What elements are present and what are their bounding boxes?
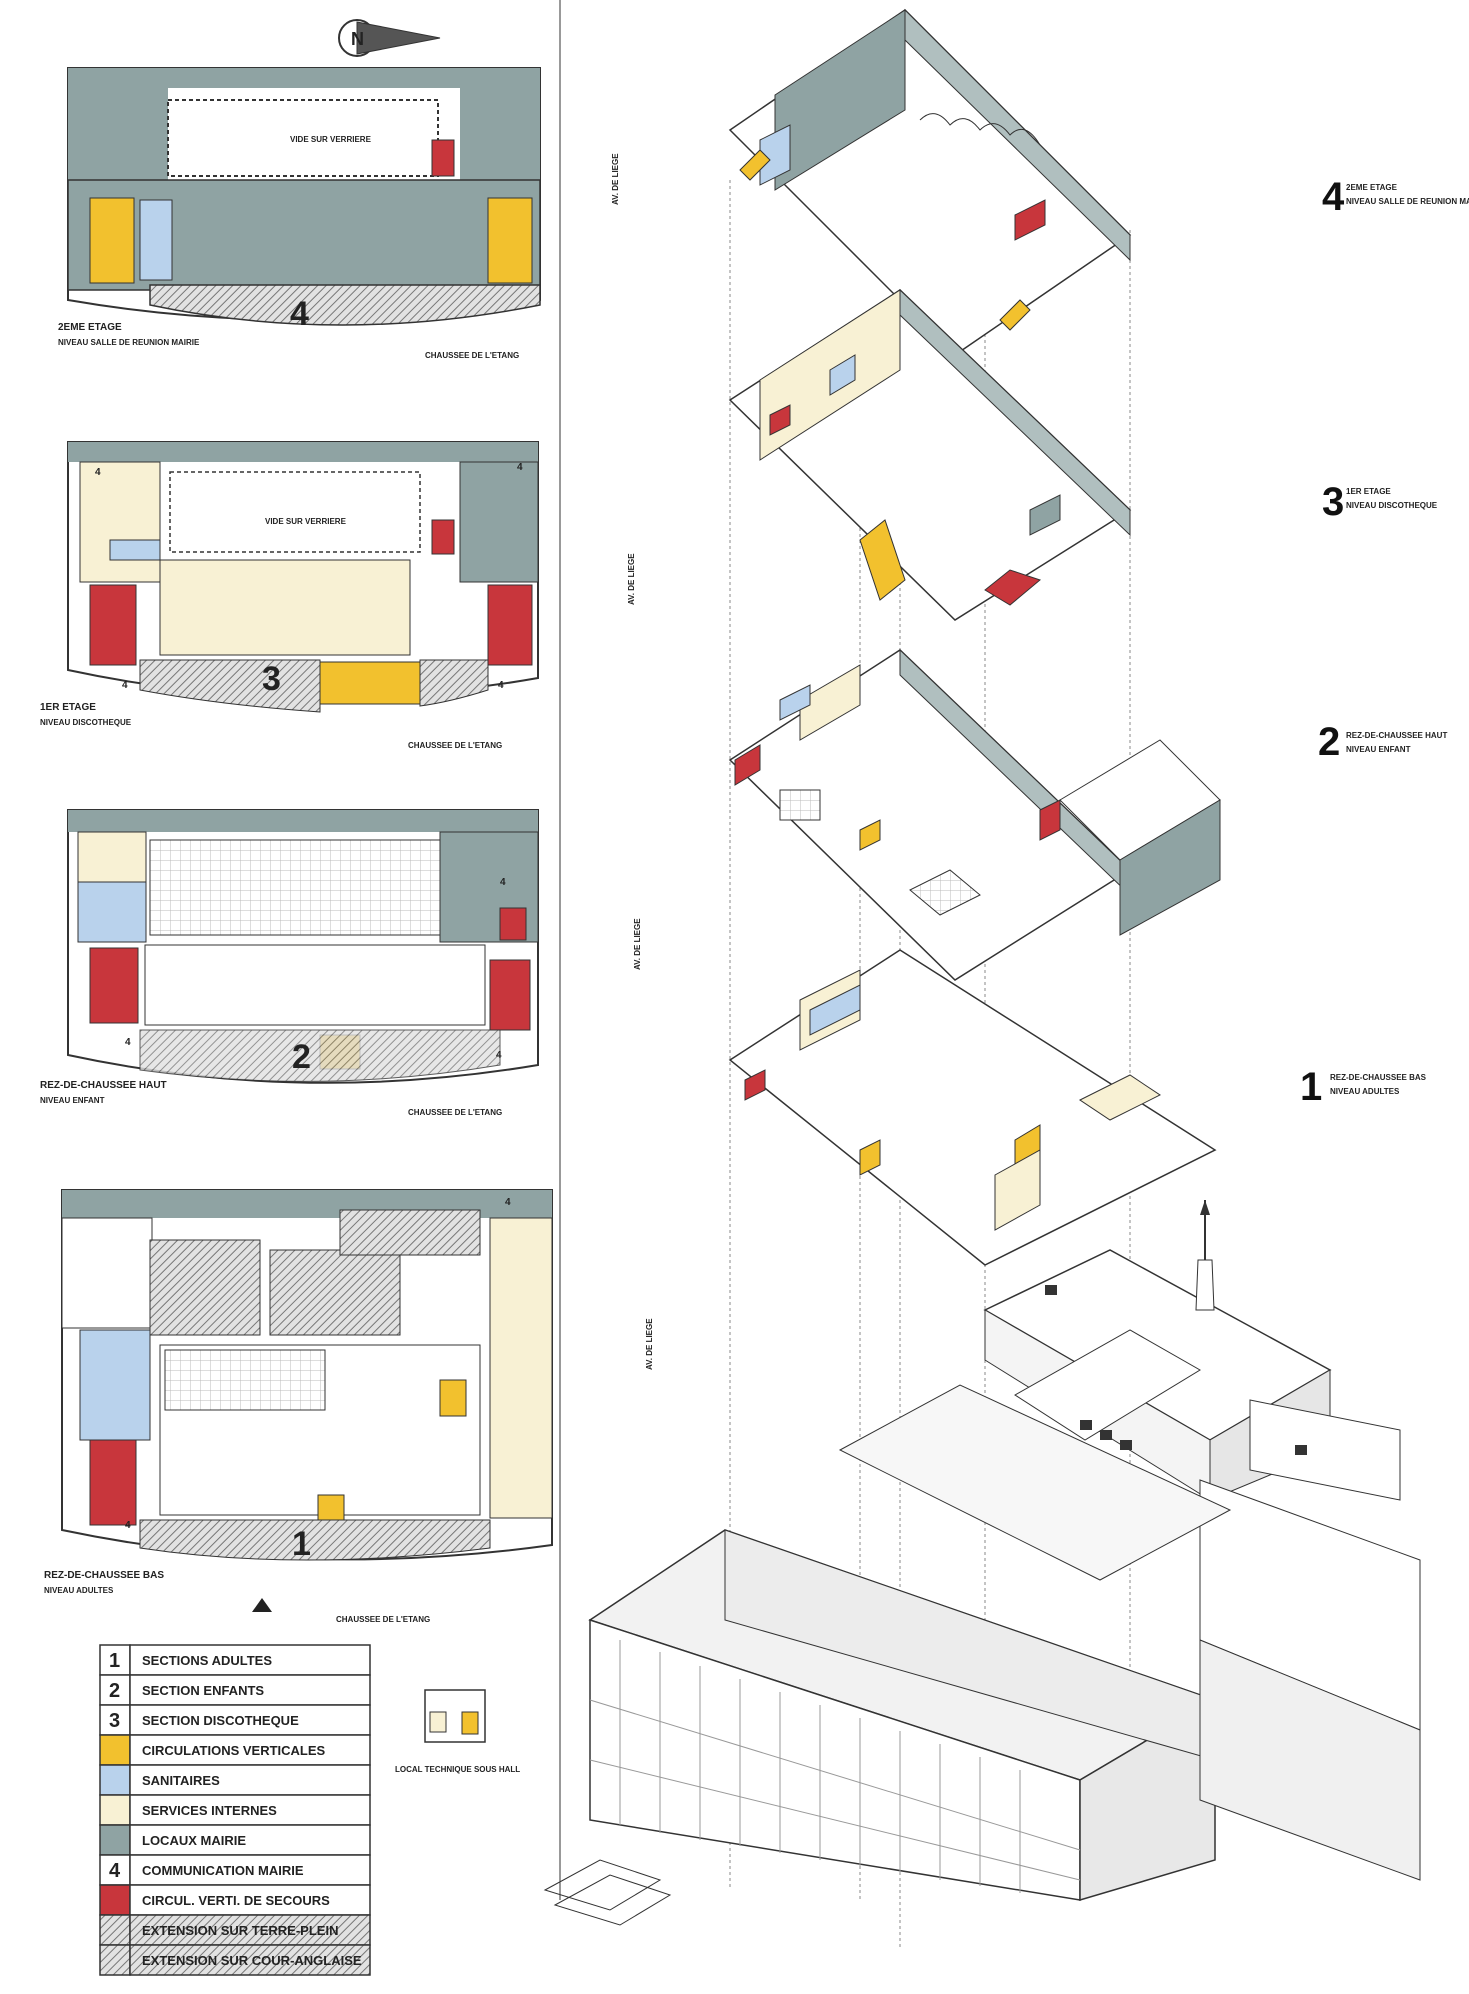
axo-level-2 xyxy=(728,648,1221,981)
legend-key: 3 xyxy=(109,1710,120,1732)
legend-row: CIRCULATIONS VERTICALES xyxy=(99,1734,371,1766)
plan-3-subtitle: NIVEAU DISCOTHEQUE xyxy=(40,718,132,727)
legend-swatch xyxy=(99,1734,131,1766)
legend: 1 SECTIONS ADULTES 2 SECTION ENFANTS 3 SECTIO… xyxy=(99,1644,371,1976)
north-arrow-icon: N xyxy=(338,19,441,57)
legend-swatch xyxy=(99,1764,131,1796)
legend-swatch xyxy=(99,1824,131,1856)
legend-swatch xyxy=(99,1854,131,1886)
plan-3-corner-4b: 4 xyxy=(517,462,523,473)
legend-label: SERVICES INTERNES xyxy=(142,1803,277,1818)
axo-level-4 xyxy=(728,8,1132,356)
plan-2-subtitle: NIVEAU ENFANT xyxy=(40,1096,105,1105)
level-2-number: 2 xyxy=(1318,720,1340,764)
local-technique-plan: LOCAL TECHNIQUE SOUS HALL xyxy=(395,1689,520,1774)
plan-3-number: 3 xyxy=(262,660,281,698)
plan-level-3: VIDE SUR VERRIERE 3 4 4 4 4 1ER ETAGE NI… xyxy=(40,441,636,750)
legend-label: LOCAUX MAIRIE xyxy=(142,1833,246,1848)
plan-3-street-bottom: CHAUSSEE DE L'ETANG xyxy=(408,741,502,750)
plan-1-title: REZ-DE-CHAUSSEE BAS xyxy=(44,1570,164,1581)
level-4-number: 4 xyxy=(1322,175,1345,219)
legend-label: SANITAIRES xyxy=(142,1773,220,1788)
plan-2-corner-4a: 4 xyxy=(500,877,506,888)
level-2-subtitle: NIVEAU ENFANT xyxy=(1346,745,1411,754)
legend-row: SANITAIRES xyxy=(99,1764,371,1796)
plan-2-corner-4c: 4 xyxy=(496,1050,502,1061)
plan-2-title: REZ-DE-CHAUSSEE HAUT xyxy=(40,1080,167,1091)
plan-4-street-side: AV. DE LIEGE xyxy=(611,153,620,205)
legend-row: SERVICES INTERNES xyxy=(99,1794,371,1826)
plan-1-corner-4b: 4 xyxy=(125,1520,131,1531)
legend-label: CIRCUL. VERTI. DE SECOURS xyxy=(142,1893,330,1908)
plan-3-corner-4a: 4 xyxy=(95,467,101,478)
plan-4-void-label: VIDE SUR VERRIERE xyxy=(290,135,372,144)
level-2-title: REZ-DE-CHAUSSEE HAUT xyxy=(1346,731,1447,740)
plan-2-street-bottom: CHAUSSEE DE L'ETANG xyxy=(408,1108,502,1117)
axonometric-exploded-view xyxy=(543,0,1421,1950)
legend-label: SECTION ENFANTS xyxy=(142,1683,264,1698)
plan-4-street-bottom: CHAUSSEE DE L'ETANG xyxy=(425,351,519,360)
plan-3-title: 1ER ETAGE xyxy=(40,702,96,713)
legend-row: 2 SECTION ENFANTS xyxy=(99,1674,371,1706)
legend-row: EXTENSION SUR COUR-ANGLAISE xyxy=(99,1944,371,1976)
plan-3-corner-4c: 4 xyxy=(122,680,128,691)
legend-row: LOCAUX MAIRIE xyxy=(99,1824,371,1856)
legend-key: 1 xyxy=(109,1650,120,1672)
plan-1-corner-4a: 4 xyxy=(505,1197,511,1208)
plan-2-street-side: AV. DE LIEGE xyxy=(633,918,642,970)
plan-level-1: 1 4 4 REZ-DE-CHAUSSEE BAS NIVEAU ADULTES… xyxy=(44,1189,654,1624)
level-3-title: 1ER ETAGE xyxy=(1346,487,1391,496)
legend-key: 2 xyxy=(109,1680,120,1702)
plan-4-subtitle: NIVEAU SALLE DE REUNION MAIRIE xyxy=(58,338,200,347)
legend-row: EXTENSION SUR TERRE-PLEIN xyxy=(99,1914,371,1946)
axo-level-1 xyxy=(728,949,1217,1266)
legend-label: CIRCULATIONS VERTICALES xyxy=(142,1743,326,1758)
plan-level-2: 2 4 4 4 REZ-DE-CHAUSSEE HAUT NIVEAU ENFA… xyxy=(40,809,642,1117)
legend-swatch xyxy=(99,1884,131,1916)
legend-label: COMMUNICATION MAIRIE xyxy=(142,1863,304,1878)
level-3-subtitle: NIVEAU DISCOTHEQUE xyxy=(1346,501,1438,510)
plan-1-number: 1 xyxy=(292,1525,311,1563)
legend-key: 4 xyxy=(109,1860,121,1882)
legend-label: SECTION DISCOTHEQUE xyxy=(142,1713,299,1728)
level-1-number: 1 xyxy=(1300,1065,1322,1109)
level-1-subtitle: NIVEAU ADULTES xyxy=(1330,1087,1400,1096)
north-label: N xyxy=(351,29,364,49)
legend-row: CIRCUL. VERTI. DE SECOURS xyxy=(99,1884,371,1916)
plan-4-number: 4 xyxy=(290,295,309,333)
legend-swatch xyxy=(99,1944,131,1976)
legend-label: SECTIONS ADULTES xyxy=(142,1653,272,1668)
axo-level-3 xyxy=(728,288,1132,621)
level-1-title: REZ-DE-CHAUSSEE BAS xyxy=(1330,1073,1427,1082)
legend-swatch xyxy=(99,1794,131,1826)
plan-1-street-bottom: CHAUSSEE DE L'ETANG xyxy=(336,1615,430,1624)
legend-row: 3 SECTION DISCOTHEQUE xyxy=(99,1704,371,1736)
level-labels: 4 2EME ETAGE NIVEAU SALLE DE REUNION MAI… xyxy=(1300,175,1469,1109)
level-3-number: 3 xyxy=(1322,480,1344,524)
legend-label: EXTENSION SUR TERRE-PLEIN xyxy=(142,1923,338,1938)
local-technique-label: LOCAL TECHNIQUE SOUS HALL xyxy=(395,1765,520,1774)
level-4-subtitle: NIVEAU SALLE DE REUNION MAIRIE xyxy=(1346,197,1469,206)
plan-3-street-side: AV. DE LIEGE xyxy=(627,553,636,605)
plan-4-title: 2EME ETAGE xyxy=(58,322,122,333)
plan-2-number: 2 xyxy=(292,1038,311,1076)
legend-label: EXTENSION SUR COUR-ANGLAISE xyxy=(142,1953,362,1968)
legend-row: 1 SECTIONS ADULTES xyxy=(99,1644,371,1676)
plan-3-corner-4d: 4 xyxy=(498,680,504,691)
level-4-title: 2EME ETAGE xyxy=(1346,183,1398,192)
plan-1-subtitle: NIVEAU ADULTES xyxy=(44,1586,114,1595)
legend-row: 4 COMMUNICATION MAIRIE xyxy=(99,1854,371,1886)
plan-2-corner-4b: 4 xyxy=(125,1037,131,1048)
plan-3-void-label: VIDE SUR VERRIERE xyxy=(265,517,347,526)
plan-1-street-side: AV. DE LIEGE xyxy=(645,1318,654,1370)
plan-level-4: VIDE SUR VERRIERE 4 2EME ETAGE NIVEAU SA… xyxy=(58,67,620,360)
axo-building xyxy=(543,0,1421,1926)
entrance-arrow-icon xyxy=(252,1598,272,1612)
legend-swatch xyxy=(99,1914,131,1946)
